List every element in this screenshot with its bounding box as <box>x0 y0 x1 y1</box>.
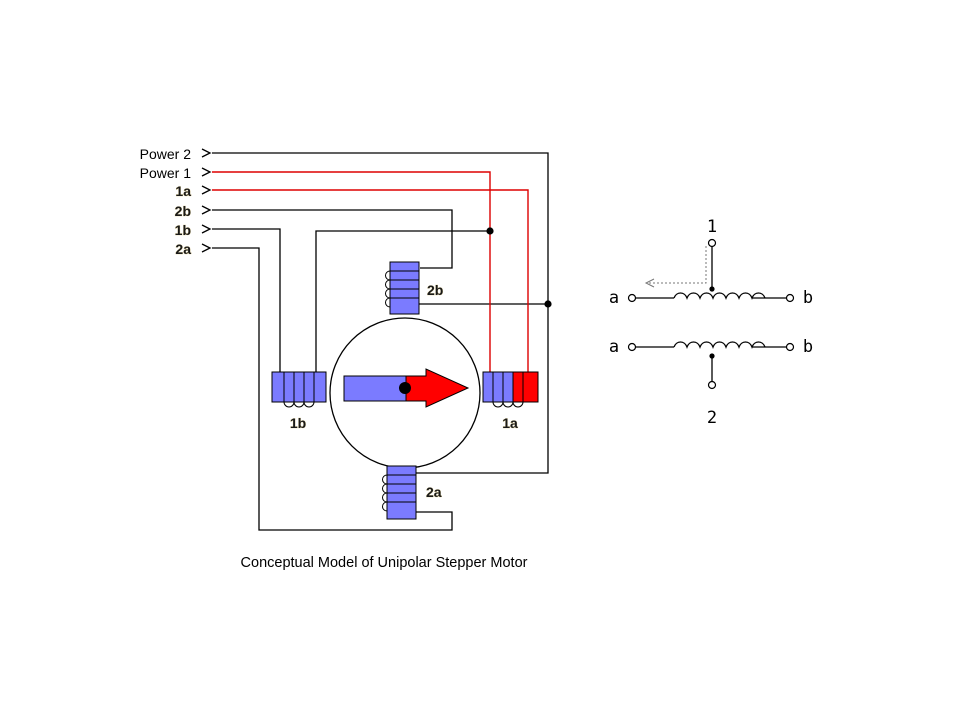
coil-2a: 2a <box>382 465 442 520</box>
coil-label-2b: 2b <box>427 282 443 298</box>
input-label-2b: 2b <box>175 203 191 219</box>
input-arrow-power-1 <box>201 167 212 177</box>
upper-terminal-b <box>785 293 795 303</box>
input-label-1b: 1b <box>175 222 191 238</box>
terminal-2 <box>707 380 717 390</box>
coil-label-1b: 1b <box>290 415 306 431</box>
junction-dot-power-2 <box>544 300 552 308</box>
coil-label-1a: 1a <box>502 415 518 431</box>
upper-label-b: b <box>803 288 813 308</box>
lower-label-a: a <box>609 337 619 357</box>
coil-1a: 1a <box>482 371 539 431</box>
input-arrows <box>201 148 212 253</box>
coil-2b: 2b <box>385 261 444 315</box>
input-labels: Power 2 Power 1 1a 2b 1b 2a <box>140 146 192 257</box>
lower-terminal-a <box>627 342 637 352</box>
input-label-power-1: Power 1 <box>140 165 192 181</box>
terminal-1 <box>707 238 717 248</box>
wire-2b <box>212 209 453 269</box>
rotor <box>343 368 470 408</box>
coil-1b: 1b <box>271 371 327 431</box>
center-tap-dot-upper <box>709 286 715 292</box>
current-path-dotted <box>648 246 707 284</box>
coil-1a-energized <box>512 371 539 403</box>
black-wires <box>212 152 549 531</box>
rotor-shaft <box>399 382 411 394</box>
wire-1a <box>212 189 529 372</box>
rotor-north-pole <box>405 368 470 408</box>
input-label-power-2: Power 2 <box>140 146 192 162</box>
junction-dot-power-1 <box>486 227 494 235</box>
input-label-1a: 1a <box>175 183 191 199</box>
upper-winding-coil <box>673 292 766 300</box>
lower-label-b: b <box>803 337 813 357</box>
input-arrow-2a <box>201 243 212 253</box>
terminal-label-2: 2 <box>707 408 717 428</box>
rotor-south-pole <box>343 375 407 402</box>
input-arrow-2b <box>201 205 212 215</box>
input-arrow-1a <box>201 185 212 195</box>
schematic-symbol: 1 a b a b 2 <box>609 217 813 428</box>
wire-2a <box>212 247 453 531</box>
input-arrow-power-2 <box>201 148 212 158</box>
upper-terminal-a <box>627 293 637 303</box>
energized-wires <box>212 171 529 372</box>
current-path-arrowhead <box>644 278 655 288</box>
wire-power-1 <box>212 171 491 372</box>
wire-power-2 <box>212 152 549 474</box>
coil-label-2a: 2a <box>426 484 442 500</box>
input-label-2a: 2a <box>175 241 191 257</box>
lower-winding-coil <box>673 341 766 349</box>
lower-terminal-b <box>785 342 795 352</box>
wire-1b <box>212 228 281 374</box>
diagram-caption: Conceptual Model of Unipolar Stepper Mot… <box>241 555 528 571</box>
upper-label-a: a <box>609 288 619 308</box>
input-arrow-1b <box>201 224 212 234</box>
wire-1b-center-tap <box>315 230 490 374</box>
terminal-label-1: 1 <box>707 217 717 237</box>
